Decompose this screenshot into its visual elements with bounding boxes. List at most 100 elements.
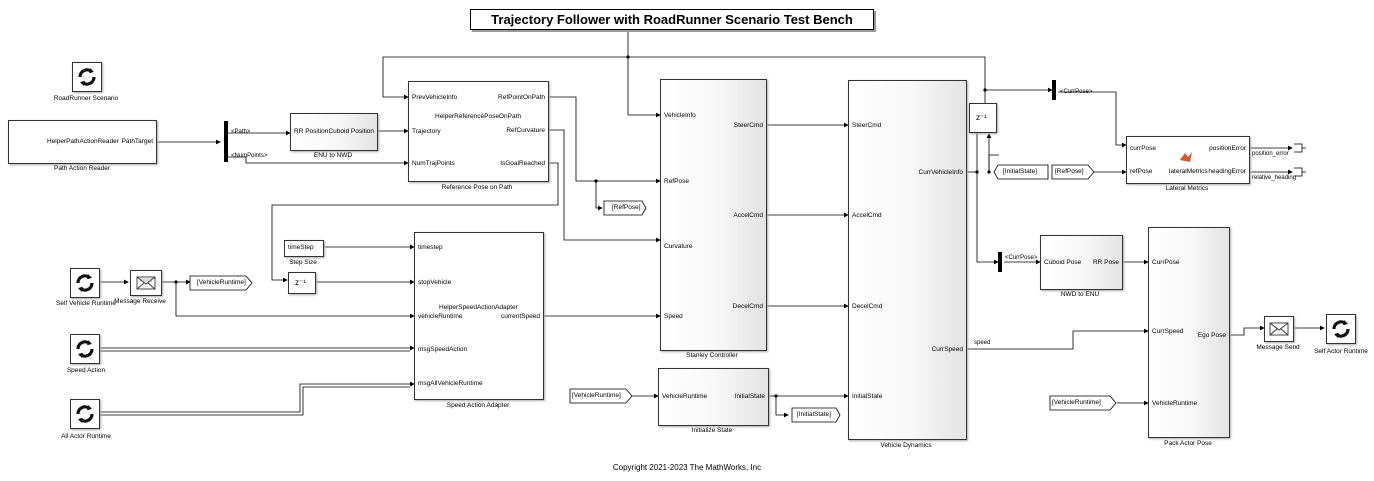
unit-delay-main[interactable]: z⁻¹	[969, 103, 997, 133]
ref-in-prev: PrevVehicleInfo	[412, 94, 458, 101]
speed-signal-label: speed	[974, 340, 991, 346]
sa-in-msgspeed: msgSpeedAction	[418, 346, 468, 353]
message-send-block[interactable]	[1264, 316, 1294, 342]
bus-path-label: <Path>	[231, 129, 251, 135]
dyn-in-accel: AccelCmd	[852, 212, 882, 219]
sa-out-speed: currentSpeed	[500, 313, 540, 320]
initialize-state-block[interactable]: VehicleRuntime InitialState	[658, 368, 769, 426]
dyn-in-decel: DecelCmd	[852, 303, 883, 310]
vehicle-dynamics-block[interactable]: SteerCmd AccelCmd DecelCmd InitialState …	[848, 80, 967, 440]
path-action-reader-block[interactable]: HelperPathActionReader PathTarget	[8, 120, 157, 164]
dynamics-caption: Vehicle Dynamics	[880, 442, 932, 449]
stanley-out-accel: AccelCmd	[733, 212, 763, 219]
pack-in-pose: CurrPose	[1152, 259, 1180, 266]
stanley-out-decel: DecelCmd	[732, 303, 763, 310]
path-reader-caption: Path Action Reader	[53, 165, 111, 172]
roadrunner-scenario-block[interactable]	[72, 62, 102, 92]
refpose-goto-tag[interactable]: [RefPose]	[612, 204, 641, 211]
roadrunner-icon	[1332, 320, 1350, 338]
dyn-in-initial: InitialState	[852, 393, 883, 400]
self-vehicle-caption: Self Vehicle Runtime	[56, 300, 116, 307]
lateral-metrics-block[interactable]: currPose refPose lateralMetrics position…	[1126, 136, 1250, 184]
stanley-controller-block[interactable]: VehicleInfo RefPose Curvature Speed Stee…	[660, 79, 767, 351]
envelope-icon	[136, 276, 156, 290]
reference-pose-caption: Reference Pose on Path	[441, 184, 513, 191]
pack-out-ego: Ego Pose	[1197, 332, 1226, 339]
reference-pose-block[interactable]: PrevVehicleInfo Trajectory NumTrajPoints…	[408, 81, 549, 182]
bus-numpoints-label: <NumPoints>	[231, 153, 268, 159]
lateral-name: lateralMetrics	[1169, 168, 1208, 175]
position-error-label: position_error	[1252, 151, 1289, 157]
initialstate-goto-tag[interactable]: [InitialState]	[797, 411, 831, 418]
all-actor-runtime-block[interactable]	[70, 399, 100, 429]
nwd-in-port: Cuboid Pose	[1044, 259, 1082, 266]
vehicleruntime-goto-tag[interactable]: [VehicleRuntime]	[197, 279, 246, 286]
speed-action-block[interactable]	[70, 334, 100, 364]
diagram-title: Trajectory Follower with RoadRunner Scen…	[470, 9, 874, 30]
initialstate-from-tag[interactable]: [InitialState]	[1003, 168, 1037, 175]
relative-heading-label: relative_heading	[1252, 175, 1297, 181]
path-reader-name: HelperPathActionReader	[47, 138, 119, 145]
enu-to-nwd-block[interactable]: RR Position Cuboid Position	[290, 113, 378, 151]
stanley-in-refpose: RefPose	[664, 178, 689, 185]
currpose-sel1-label: <CurrPose>	[1060, 89, 1093, 95]
bus-selector-currpose-1[interactable]	[1052, 80, 1056, 100]
ref-out-point: RefPointOnPath	[498, 94, 545, 101]
dyn-in-steer: SteerCmd	[852, 122, 882, 129]
pack-caption: Pack Actor Pose	[1164, 440, 1212, 447]
delay-stop-label: z⁻¹	[295, 278, 306, 287]
message-receive-block[interactable]	[130, 270, 162, 296]
stanley-in-curvature: Curvature	[664, 243, 693, 250]
speed-adapter-caption: Speed Action Adapter	[446, 402, 510, 409]
pack-actor-pose-block[interactable]: CurrPose CurrSpeed VehicleRuntime Ego Po…	[1148, 227, 1230, 438]
dyn-out-info: CurrVehicleInfo	[918, 169, 963, 176]
roadrunner-icon	[76, 405, 94, 423]
ref-in-num: NumTrajPoints	[412, 160, 455, 167]
ref-name: HelperReferencePoseOnPath	[435, 113, 521, 120]
bus-selector-path[interactable]	[224, 121, 228, 162]
copyright-text: Copyright 2021-2023 The MathWorks, Inc	[612, 463, 762, 472]
pack-in-speed: CurrSpeed	[1152, 328, 1184, 335]
enu-caption: ENU to NWD	[313, 152, 353, 159]
init-out-port: InitialState	[734, 393, 765, 400]
delay-main-label: z⁻¹	[976, 113, 987, 122]
self-actor-caption: Self Actor Runtime	[1314, 348, 1368, 355]
message-send-caption: Message Send	[1256, 344, 1300, 351]
dyn-out-speed: CurrSpeed	[931, 346, 963, 353]
sa-in-runtime: vehicleRuntime	[418, 313, 463, 320]
lateral-out-pos: positionError	[1209, 145, 1246, 152]
self-vehicle-runtime-block[interactable]	[70, 268, 100, 298]
sa-in-msgall: msgAllVehicleRuntime	[418, 380, 483, 387]
nwd-out-port: RR Pose	[1092, 259, 1119, 266]
speed-action-caption: Speed Action	[66, 367, 106, 374]
stanley-in-vehicleinfo: VehicleInfo	[664, 112, 696, 119]
step-caption: Step Size	[289, 259, 317, 266]
ref-out-curv: RefCurvature	[506, 127, 545, 134]
vehicleruntime-from-tag-2[interactable]: [VehicleRuntime]	[1052, 399, 1101, 406]
path-reader-out-port: PathTarget	[121, 138, 153, 145]
matlab-function-icon	[1180, 152, 1192, 162]
roadrunner-scenario-caption: RoadRunner Scenario	[53, 95, 119, 102]
vehicleruntime-from-tag-1[interactable]: [VehicleRuntime]	[572, 392, 621, 399]
roadrunner-icon	[76, 274, 94, 292]
self-actor-runtime-block[interactable]	[1326, 314, 1356, 344]
step-size-block[interactable]: timeStep	[284, 240, 324, 257]
enu-in-port: RR Position	[294, 128, 329, 135]
stanley-caption: Stanley Controller	[686, 352, 738, 359]
speed-action-adapter-block[interactable]: timestep stopVehicle vehicleRuntime msgS…	[414, 232, 544, 400]
sa-in-timestep: timestep	[418, 244, 443, 251]
stanley-out-steer: SteerCmd	[733, 122, 763, 129]
enu-out-port: Cuboid Position	[328, 128, 374, 135]
init-caption: Initialize State	[691, 427, 733, 434]
unit-delay-stop[interactable]: z⁻¹	[288, 272, 316, 294]
refpose-from-tag[interactable]: [RefPose]	[1055, 168, 1084, 175]
pack-in-runtime: VehicleRuntime	[1152, 400, 1198, 407]
init-in-port: VehicleRuntime	[662, 393, 708, 400]
all-actor-caption: All Actor Runtime	[61, 433, 111, 440]
lateral-caption: Lateral Metrics	[1165, 185, 1209, 192]
bus-selector-currpose-2[interactable]	[998, 252, 1002, 272]
nwd-to-enu-block[interactable]: Cuboid Pose RR Pose	[1040, 235, 1123, 290]
roadrunner-icon	[76, 340, 94, 358]
lateral-in-ref: refPose	[1130, 168, 1153, 175]
